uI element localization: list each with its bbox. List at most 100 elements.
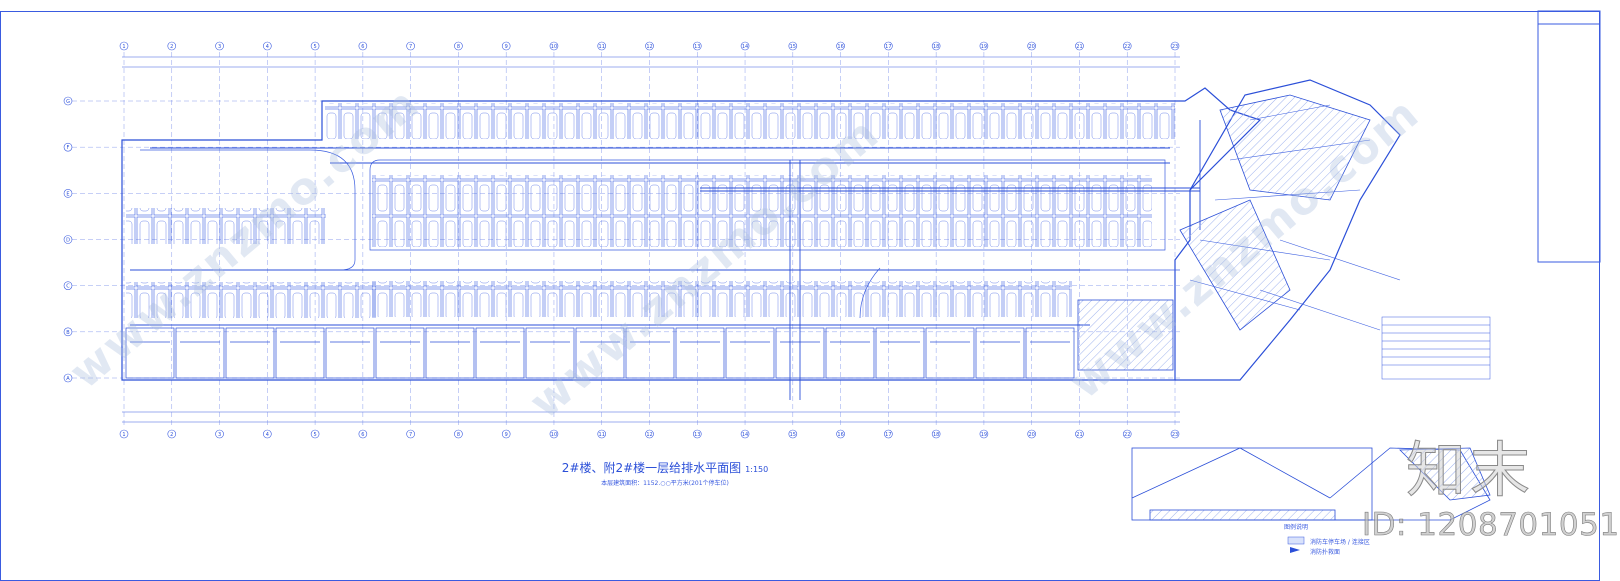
- axis-bubble-label: 6: [361, 432, 364, 438]
- shop-unit: [675, 327, 725, 379]
- axis-bubble-label: 19: [981, 44, 987, 50]
- shop-unit: [725, 327, 775, 379]
- axis-bubble-label: 10: [551, 44, 557, 50]
- shop-unit: [175, 327, 225, 379]
- row-bubble: [63, 96, 73, 106]
- axis-bubble-label: 15: [790, 432, 796, 438]
- axis-bubble-label: 15: [790, 44, 796, 50]
- asset-id: ID: 1208701051: [1362, 507, 1620, 544]
- axis-bubble-label: 12: [646, 44, 652, 50]
- axis-bubble-label: 23: [1172, 432, 1178, 438]
- shop-unit: [625, 327, 675, 379]
- axis-bubble: [1170, 41, 1180, 51]
- axis-bubble-label: 8: [457, 432, 460, 438]
- axis-bubble-label: 14: [742, 44, 748, 50]
- shop-unit: [125, 327, 175, 379]
- axis-bubble-label: 21: [1076, 432, 1082, 438]
- stall-row-left-2: [126, 282, 376, 318]
- axis-bubble-label: 16: [837, 432, 843, 438]
- axis-bubble: [263, 429, 272, 439]
- axis-bubble-label: 19: [981, 432, 987, 438]
- axis-bubble: [788, 41, 798, 51]
- axis-bubble: [1027, 429, 1036, 439]
- axis-bubble-label: 12: [646, 432, 652, 438]
- stall-row-mid-2: [372, 211, 1152, 247]
- axis-bubble: [215, 41, 224, 51]
- axis-bubble-label: 3: [218, 44, 221, 50]
- axis-bubble: [1122, 429, 1132, 439]
- axis-bubble-label: 22: [1124, 44, 1130, 50]
- axis-bubble-label: 17: [885, 44, 891, 50]
- axis-bubble-label: 13: [694, 432, 700, 438]
- row-bubble-label: A: [66, 376, 70, 382]
- shop-unit: [425, 327, 475, 379]
- legend-title: 图例说明: [1284, 524, 1309, 531]
- axis-bubble-label: 9: [505, 432, 508, 438]
- axis-bubble: [836, 41, 845, 51]
- axis-bubble: [167, 429, 177, 439]
- axis-bubble: [692, 41, 702, 51]
- axis-bubble: [263, 41, 272, 51]
- axis-bubble-label: 13: [694, 44, 700, 50]
- shop-units: [125, 327, 1075, 379]
- axis-bubble-label: 8: [457, 44, 460, 50]
- drawing-title-text: 2#楼、附2#楼一层给排水平面图: [561, 461, 742, 475]
- row-bubble: [63, 235, 73, 244]
- axis-bubble: [931, 429, 941, 439]
- axis-bubble-label: 10: [551, 432, 557, 438]
- axis-bubble-label: 1: [122, 44, 125, 50]
- axis-bubble-label: 23: [1172, 44, 1178, 50]
- shop-unit: [575, 327, 625, 379]
- axis-bubble-label: 4: [266, 44, 269, 50]
- shop-unit: [525, 327, 575, 379]
- axis-bubble: [549, 429, 559, 439]
- stall-row-top: [325, 103, 1175, 139]
- shop-unit: [375, 327, 425, 379]
- row-bubble-label: F: [67, 145, 70, 151]
- axis-bubble: [836, 429, 845, 439]
- roof-key-plan: [1131, 447, 1491, 521]
- row-bubble-label: E: [66, 191, 69, 197]
- axis-bubble-label: 5: [313, 44, 316, 50]
- axis-bubble: [1170, 429, 1180, 439]
- legend-swatch-arrow: [1290, 547, 1300, 553]
- hatched-wing: [1077, 94, 1371, 371]
- axis-bubble-label: 21: [1076, 44, 1082, 50]
- shop-unit: [875, 327, 925, 379]
- drawing-subtitle: 本层建筑面积：1152.○○平方米(201个停车位): [601, 480, 729, 487]
- axis-bubble-label: 2: [170, 432, 173, 438]
- axis-bubble: [692, 429, 702, 439]
- axis-bubble: [310, 41, 320, 51]
- row-bubble: [63, 327, 73, 337]
- shop-unit: [825, 327, 875, 379]
- axis-bubble: [215, 429, 224, 439]
- title-block: [1537, 10, 1601, 263]
- axis-bubble-label: 11: [599, 432, 605, 438]
- axis-bubble: [1122, 41, 1132, 51]
- row-bubble-label: C: [66, 284, 70, 290]
- axis-bubble: [597, 429, 607, 439]
- axis-bubble-label: 9: [505, 44, 508, 50]
- axis-bubble: [501, 429, 511, 439]
- axis-bubble: [979, 429, 989, 439]
- parking-stalls: [126, 103, 1175, 318]
- shop-unit: [1025, 327, 1075, 379]
- row-bubble-label: D: [66, 238, 70, 244]
- legend-swatch-area: [1287, 536, 1305, 545]
- axis-bubble: [979, 41, 989, 51]
- axis-bubble: [1027, 41, 1036, 51]
- axis-bubble: [884, 429, 893, 439]
- stall-row-mid-1: [372, 175, 1152, 211]
- axis-bubble: [501, 41, 511, 51]
- axis-bubble-label: 3: [218, 432, 221, 438]
- row-bubble: [63, 142, 73, 152]
- pipes: [130, 120, 1201, 400]
- shop-unit: [775, 327, 825, 379]
- axis-bubble-label: 17: [885, 432, 891, 438]
- axis-bubble-label: 1: [122, 432, 125, 438]
- row-bubble-label: B: [66, 330, 70, 336]
